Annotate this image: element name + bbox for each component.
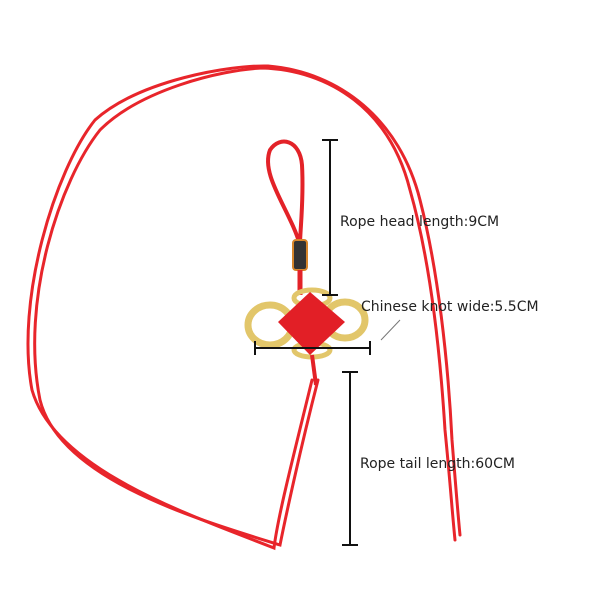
rope-head-loop	[266, 139, 305, 246]
knot-width-label: Chinese knot wide:5.5CM	[361, 299, 539, 315]
knot-body	[278, 292, 345, 355]
measurement-lines	[254, 139, 371, 546]
long-cords	[26, 64, 462, 551]
tail-length-label: Rope tail length:60CM	[360, 456, 515, 472]
head-length-label: Rope head length:9CM	[340, 214, 500, 230]
bead	[292, 239, 308, 271]
